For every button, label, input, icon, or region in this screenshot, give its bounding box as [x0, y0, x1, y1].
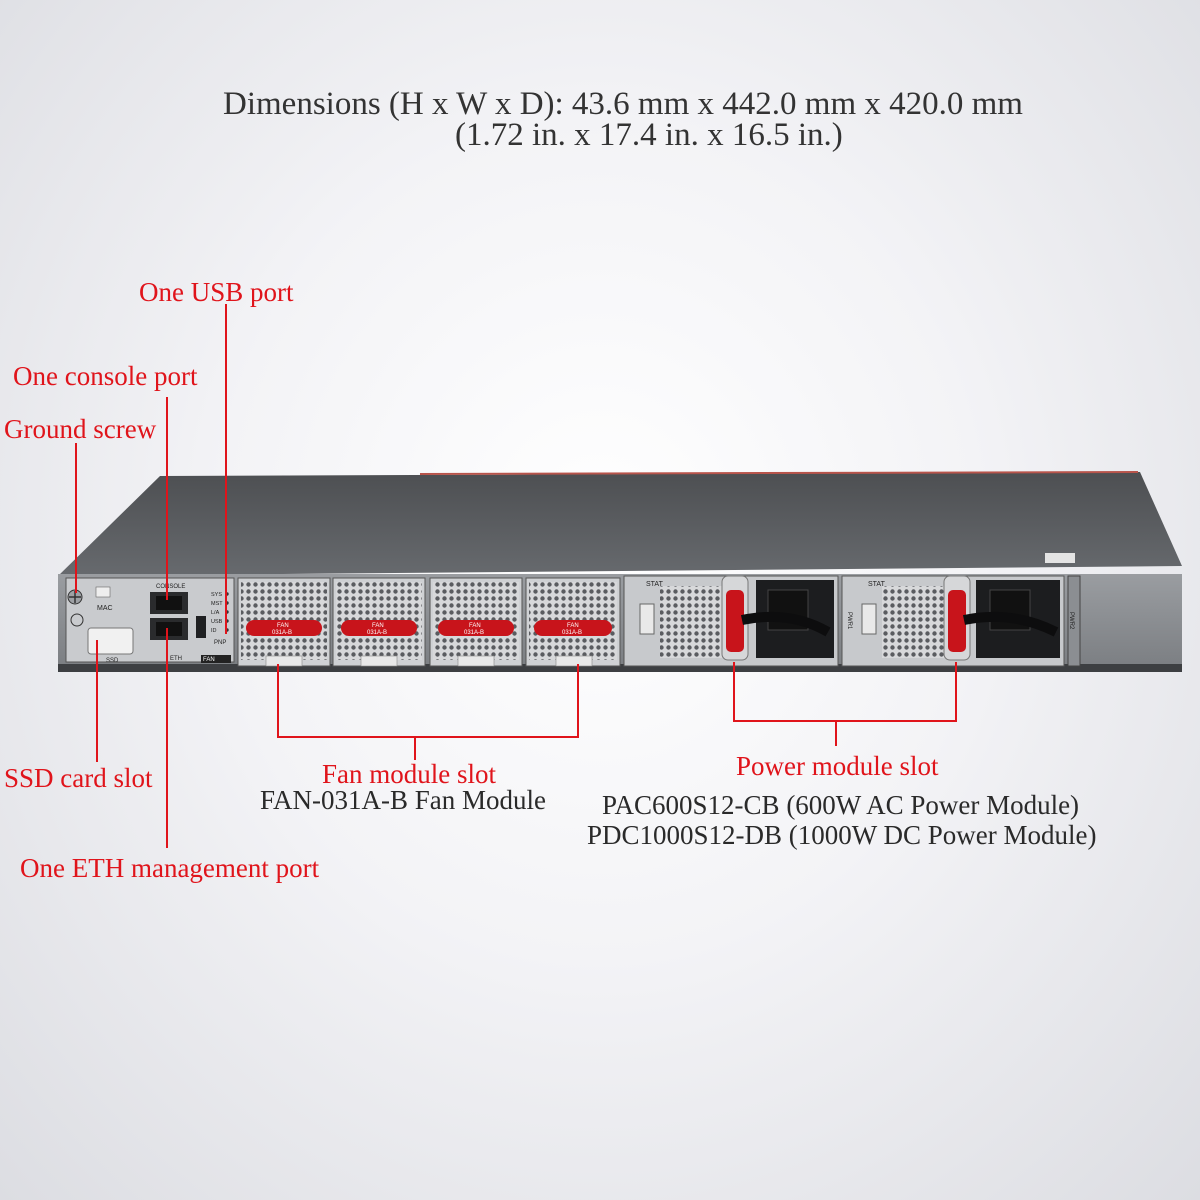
usb-port-callout: One USB port	[139, 277, 294, 307]
pwr1-label: PWR1	[846, 612, 852, 630]
ssd-leader-line	[96, 640, 98, 762]
fan3-label-bottom: 031A-B	[464, 630, 484, 636]
fan-module-3	[429, 577, 523, 667]
fan-bracket-right	[577, 664, 579, 738]
chassis-top	[58, 472, 1182, 576]
console-label: CONSOLE	[156, 584, 185, 590]
power-module-1	[623, 575, 839, 667]
fan2-label-bottom: 031A-B	[367, 630, 387, 636]
led-label-id: ID	[211, 628, 217, 634]
psu2-stat-label: STAT	[868, 581, 886, 588]
led-label-sys: SYS	[211, 592, 222, 598]
fan-badge-label: FAN	[203, 657, 215, 663]
fan-module-1	[237, 577, 331, 667]
fan-module-2	[332, 577, 426, 667]
console-port-callout: One console port	[13, 361, 198, 391]
fan3-label-top: FAN	[469, 623, 481, 629]
power-bracket-right	[955, 662, 957, 722]
power-dc-model-text: PDC1000S12-DB (1000W DC Power Module)	[587, 820, 1097, 850]
fan1-label-bottom: 031A-B	[272, 630, 292, 636]
psu1-stat-label: STAT	[646, 581, 664, 588]
power-ac-model-text: PAC600S12-CB (600W AC Power Module)	[602, 790, 1080, 820]
led-label-usb: USB	[211, 619, 223, 625]
ssd-slot-callout: SSD card slot	[4, 763, 153, 793]
fan-bracket-left	[277, 664, 279, 738]
usb-port	[196, 616, 206, 638]
dimensions-line: Dimensions (H x W x D): 43.6 mm x 442.0 …	[223, 86, 1023, 122]
ground-leader-line	[75, 443, 77, 593]
ground-symbol-icon	[70, 613, 84, 627]
fan-model-text: FAN-031A-B Fan Module	[260, 785, 546, 815]
pnp-label: PNP	[214, 640, 226, 646]
power-bracket-bottom	[733, 720, 957, 722]
fan4-label-top: FAN	[567, 623, 579, 629]
eth-leader-line	[166, 628, 168, 848]
led-label-la: L/A	[211, 610, 220, 616]
ssd-label: SSD	[106, 658, 119, 664]
power-bracket-left	[733, 662, 735, 722]
power-module-2	[841, 575, 1065, 667]
fan-module-4	[525, 577, 621, 667]
eth-port-callout: One ETH management port	[20, 853, 320, 883]
eth-label: ETH	[170, 656, 182, 662]
mac-label: MAC	[97, 605, 113, 612]
usb-leader-line	[225, 304, 227, 634]
power-bracket-stem	[835, 720, 837, 746]
fan-bracket-stem	[414, 736, 416, 760]
pwr2-label: PWR2	[1068, 612, 1074, 630]
ground-screw-callout: Ground screw	[4, 414, 157, 444]
ssd-card-slot	[87, 627, 134, 655]
console-leader-line	[166, 397, 168, 600]
power-slot-callout: Power module slot	[736, 751, 939, 781]
fan1-label-top: FAN	[277, 623, 289, 629]
fan4-label-bottom: 031A-B	[562, 630, 582, 636]
led-label-mst: MST	[211, 601, 223, 607]
dimensions-inches-line: (1.72 in. x 17.4 in. x 16.5 in.)	[455, 117, 843, 153]
fan-bracket-bottom	[277, 736, 579, 738]
fan-slot-callout: Fan module slot	[322, 759, 496, 789]
fan2-label-top: FAN	[372, 623, 384, 629]
